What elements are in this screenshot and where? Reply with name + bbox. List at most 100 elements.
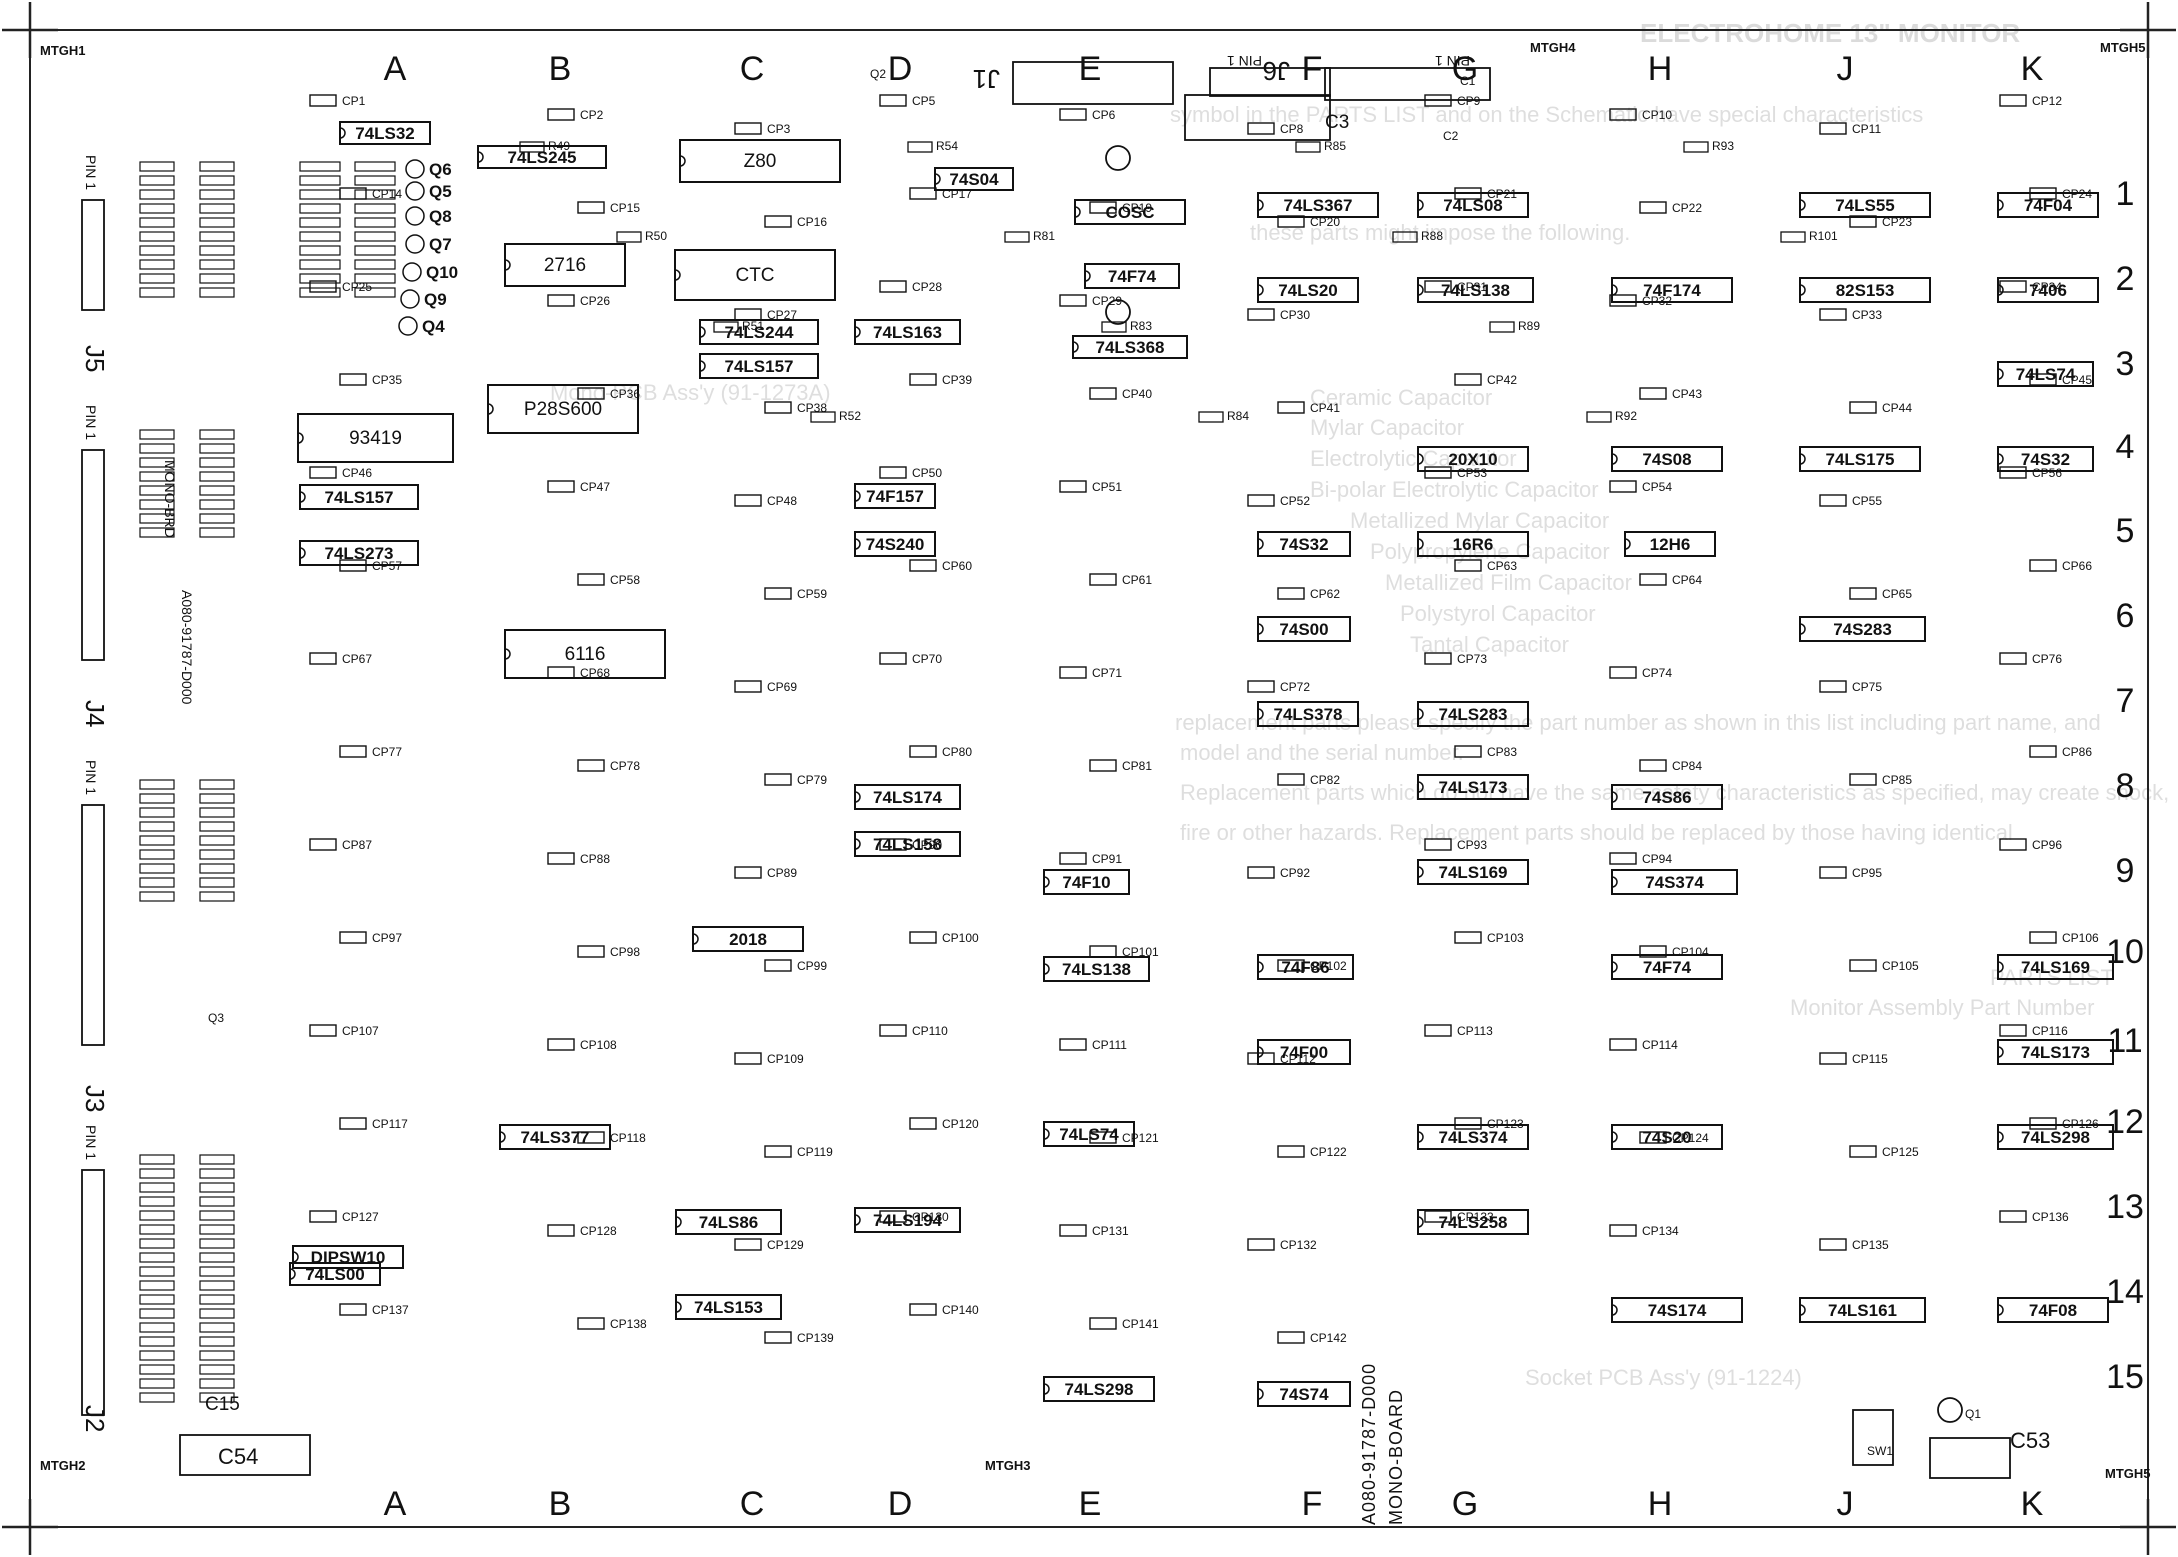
capacitor-label: CP40 (1122, 387, 1152, 401)
chip-label: 74LS377 (521, 1128, 590, 1147)
chip-notch (1417, 538, 1424, 550)
mounting-hole-label: MTGH5 (2100, 40, 2146, 55)
chip: Z80 (679, 139, 841, 183)
chip-outline (675, 1294, 782, 1320)
chip: 74S86 (1611, 784, 1723, 810)
capacitor-body (1089, 1317, 1117, 1330)
capacitor-body (1999, 838, 2027, 851)
chip-notch (1074, 206, 1081, 218)
chip-label: 74LS173 (1439, 778, 1508, 797)
resistor-label: R51 (742, 319, 764, 333)
capacitor-label: CP9 (1457, 94, 1481, 108)
capacitor-body (199, 485, 235, 496)
row-label: 8 (2116, 767, 2135, 805)
chip-label: 74LS157 (725, 357, 794, 376)
capacitor-body (1247, 680, 1275, 693)
capacitor-body (199, 1350, 235, 1361)
resistor-body (354, 175, 396, 186)
capacitor-body (909, 745, 937, 758)
pin1-label: PIN 1 (83, 1125, 99, 1160)
capacitor-body (199, 1336, 235, 1347)
chip-outline (1417, 531, 1529, 557)
capacitor-outline (1105, 145, 1131, 171)
chip-outline (299, 540, 419, 566)
capacitor-body (309, 1210, 337, 1223)
chip: 74LS368 (1072, 335, 1188, 359)
chip-outline (674, 249, 836, 301)
chip-label: 74F86 (1281, 958, 1329, 977)
capacitor-label: CP35 (372, 373, 402, 387)
row-label: 10 (2106, 933, 2144, 971)
chip-label: 12H6 (1650, 535, 1691, 554)
chip-notch (934, 173, 941, 185)
capacitor-label: CP107 (342, 1024, 379, 1038)
capacitor-body (1999, 1024, 2027, 1037)
row-label: 13 (2106, 1188, 2144, 1226)
chip-outline (1417, 192, 1529, 218)
chip-label: 74LS367 (1284, 196, 1353, 215)
capacitor-body (1454, 187, 1482, 200)
column-label-bottom: B (549, 1485, 572, 1523)
column-label-top: D (888, 50, 913, 88)
pin1-label: PIN 1 (1435, 53, 1470, 69)
chip-outline (699, 353, 819, 379)
chip: 74F157 (854, 483, 936, 509)
chip: 74LS138 (1417, 277, 1534, 303)
resistor-body (713, 321, 739, 333)
transistor-label: Q8 (429, 207, 452, 226)
chip-notch (674, 269, 681, 281)
chip-label: 74LS298 (2021, 1128, 2090, 1147)
resistor-label: R85 (1324, 139, 1346, 153)
capacitor-body (199, 1294, 235, 1305)
capacitor-body (1849, 587, 1877, 600)
capacitor-label: CP20 (1310, 215, 1340, 229)
transistor-outline (405, 234, 425, 254)
resistor-label: R89 (1518, 319, 1540, 333)
chip: 74LS158 (854, 831, 961, 857)
chip-notch (1257, 708, 1264, 720)
chip: 74LS169 (1417, 859, 1529, 885)
resistor-body (1489, 321, 1515, 333)
chip-label: 74F10 (1062, 873, 1110, 892)
resistor-body (354, 189, 396, 200)
resistor-body (299, 203, 341, 214)
chip-label: 74LS169 (2021, 958, 2090, 977)
transistor-outline (398, 316, 418, 336)
resistor-body (139, 161, 175, 172)
chip-outline (1084, 263, 1180, 289)
chip-outline (1997, 1297, 2109, 1323)
capacitor-body (1819, 308, 1847, 321)
chip-outline (1417, 446, 1529, 472)
resistor-label: R92 (1615, 409, 1637, 423)
chip-notch (1799, 284, 1806, 296)
capacitor-body (309, 280, 337, 293)
chip-notch (1043, 876, 1050, 888)
chip-notch (1799, 623, 1806, 635)
capacitor-body (1849, 1145, 1877, 1158)
pin1-label: PIN 1 (83, 405, 99, 440)
chip-outline (1997, 1039, 2114, 1065)
chip-outline (1611, 954, 1723, 980)
capacitor-body (1424, 466, 1452, 479)
chip: 74F74 (1611, 954, 1723, 980)
capacitor-label: CP128 (580, 1224, 617, 1238)
capacitor-body (199, 203, 235, 214)
chip: 74S283 (1799, 616, 1926, 642)
resistor-body (139, 443, 175, 454)
column-label-bottom: A (384, 1485, 407, 1523)
capacitor-body (199, 1224, 235, 1235)
capacitor-label: CP23 (1882, 215, 1912, 229)
chip-notch (487, 403, 494, 415)
resistor-body (299, 161, 341, 172)
resistor-body (354, 231, 396, 242)
resistor-body (139, 1266, 175, 1277)
capacitor-label: CP6 (1092, 108, 1116, 122)
chip-label: 74LS283 (1439, 705, 1508, 724)
column-label-top: F (1302, 50, 1323, 88)
chip-outline (1043, 1121, 1135, 1147)
chip: 74LS32 (339, 121, 431, 145)
capacitor-body (199, 175, 235, 186)
capacitor-label: CP130 (912, 1210, 949, 1224)
capacitor-body (199, 891, 235, 902)
chip-outline (675, 1209, 782, 1235)
